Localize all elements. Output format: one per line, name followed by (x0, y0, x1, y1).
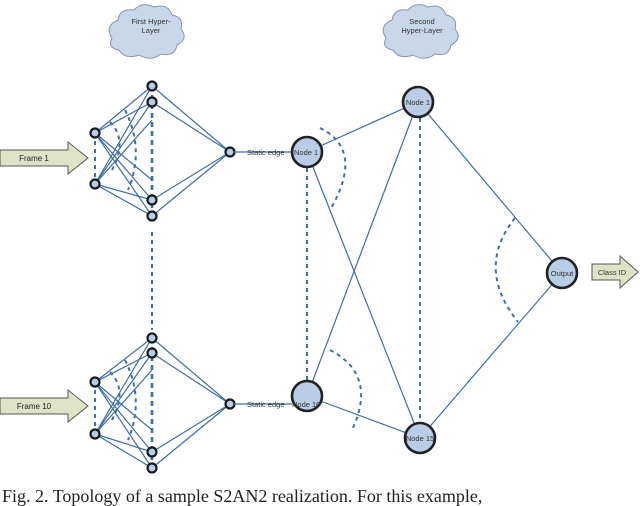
first-hyper-layer-bottom-subgraph (89, 332, 236, 474)
frame-1-label: Frame 1 (19, 154, 49, 163)
second-hyper-layer-label-1: Second (409, 17, 434, 26)
frame-10-label: Frame 10 (17, 402, 52, 411)
node-1-label: Node 1 (406, 98, 430, 107)
first-hyper-layer-label-2: Layer (142, 26, 161, 35)
frame-10-arrow: Frame 10 (0, 388, 89, 424)
node-left-top-label: Node 1 (294, 148, 318, 157)
class-id-arrow: Class ID (591, 254, 639, 290)
node-15-label: Node 15 (406, 434, 434, 443)
output-node-label: Output (551, 269, 574, 278)
first-hyper-layer-label-1: First Hyper- (131, 17, 171, 26)
second-hyper-layer-graph (290, 85, 579, 455)
first-hyper-layer-top-subgraph (89, 80, 236, 222)
first-hyper-layer-cloud: First Hyper- Layer (108, 4, 185, 59)
static-edge-top-label: Static edge (247, 148, 285, 157)
second-hyper-layer-cloud: Second Hyper-Layer (382, 4, 459, 59)
second-hyper-layer-label-2: Hyper-Layer (401, 26, 443, 35)
node-left-bottom-label: Node 10 (292, 400, 320, 409)
static-edge-bottom-label: Static edge (247, 400, 285, 409)
class-id-label: Class ID (598, 268, 627, 277)
figure-caption: Fig. 2. Topology of a sample S2AN2 reali… (2, 487, 483, 506)
frame-1-arrow: Frame 1 (0, 140, 89, 176)
